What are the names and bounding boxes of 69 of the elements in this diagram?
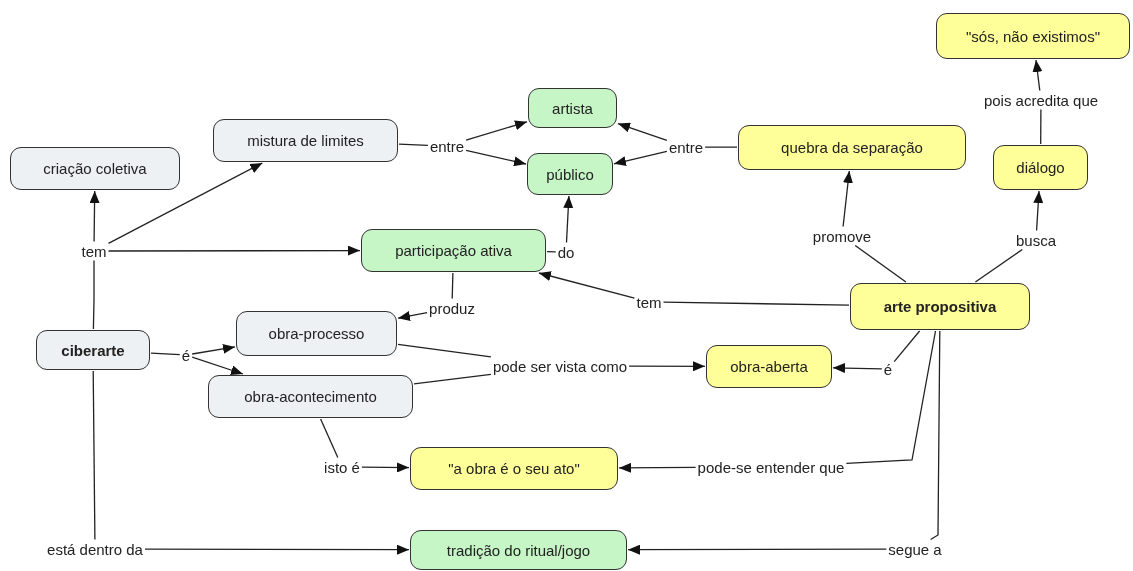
arrow <box>89 190 100 243</box>
concept-box: participação ativa <box>361 229 546 272</box>
arrow <box>617 122 668 142</box>
connector-line <box>413 373 492 385</box>
connector-line <box>397 343 492 358</box>
connector-line <box>893 330 921 363</box>
linking-phrase: busca <box>1015 231 1057 249</box>
connector-line <box>662 301 850 306</box>
concept-box: ciberarte <box>36 330 150 370</box>
linking-phrase: tem <box>635 293 663 311</box>
concept-box: tradição do ritual/jogo <box>410 530 627 570</box>
arrow <box>361 462 410 473</box>
connector-line <box>150 352 181 356</box>
concept-box: "a obra é o seu ato" <box>410 447 618 490</box>
concept-box: mistura de limites <box>213 119 398 162</box>
arrow <box>191 356 244 375</box>
linking-phrase: isto é <box>323 458 361 476</box>
connector-line <box>974 248 1023 283</box>
connector-line <box>845 330 937 464</box>
connector-line <box>398 143 429 146</box>
linking-phrase: do <box>556 243 576 261</box>
linking-phrase: entre <box>667 138 705 156</box>
arrow <box>618 462 697 473</box>
concept-box: artista <box>528 88 617 128</box>
arrow <box>191 343 236 355</box>
arrow <box>1032 59 1043 92</box>
arrow <box>628 361 706 372</box>
arrow <box>465 149 527 167</box>
connector-line <box>854 244 907 283</box>
arrow <box>397 311 428 321</box>
arrow <box>465 120 528 141</box>
arrow <box>144 544 410 555</box>
linking-phrase: está dentro da <box>46 540 144 558</box>
arrow <box>627 544 887 555</box>
connector-line <box>546 251 557 253</box>
arrow <box>563 195 574 244</box>
concept-box: obra-processo <box>236 311 397 356</box>
concept-box: público <box>527 153 613 195</box>
connector-line <box>92 370 96 541</box>
arrow <box>538 271 636 299</box>
linking-phrase: pode-se entender que <box>696 458 846 476</box>
connector-line <box>451 272 454 300</box>
linking-phrase: pois acredita que <box>982 91 1100 109</box>
concept-box: criação coletiva <box>10 147 180 190</box>
concept-box: quebra da separação <box>738 125 966 170</box>
arrow <box>832 363 883 374</box>
arrow <box>1033 190 1044 232</box>
arrow <box>613 150 668 166</box>
linking-phrase: é <box>180 346 192 364</box>
linking-phrase: tem <box>80 242 108 260</box>
linking-phrase: segue a <box>887 540 943 558</box>
arrow <box>107 245 361 256</box>
arrow <box>842 170 853 228</box>
connector-line <box>92 259 95 330</box>
linking-phrase: produz <box>428 299 476 317</box>
linking-phrase: entre <box>428 137 466 155</box>
linking-phrase: promove <box>811 227 873 245</box>
concept-box: arte propositiva <box>850 283 1030 330</box>
connector-line <box>929 330 941 541</box>
arrow <box>107 162 264 245</box>
linking-phrase: pode ser vista como <box>491 357 629 375</box>
concept-box: diálogo <box>993 145 1088 190</box>
concept-box: obra-acontecimento <box>208 375 413 418</box>
linking-phrase: é <box>882 360 894 378</box>
concept-box: obra-aberta <box>706 345 832 388</box>
connector-line <box>1040 108 1042 145</box>
concept-box: "sós, não existimos" <box>936 13 1130 59</box>
connector-line <box>704 146 738 148</box>
connector-line <box>319 418 339 459</box>
